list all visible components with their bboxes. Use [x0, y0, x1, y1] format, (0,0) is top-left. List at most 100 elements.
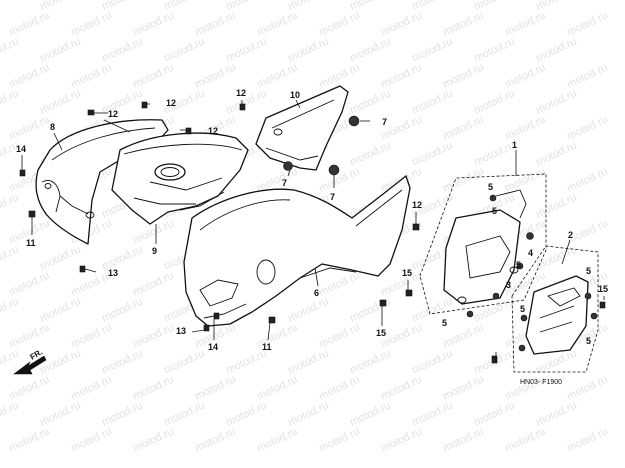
callout-7: 7 — [382, 117, 387, 127]
watermark-text: motod.ru — [534, 139, 578, 168]
watermark-text: motod.ru — [379, 373, 423, 402]
callout-7: 7 — [330, 192, 335, 202]
watermark-text: motod.ru — [379, 61, 423, 90]
callout-5: 5 — [586, 336, 591, 346]
callout-5: 5 — [586, 266, 591, 276]
callout-3: 3 — [506, 280, 511, 290]
part-10-side-cover — [255, 85, 349, 171]
watermark-text: motod.ru — [534, 399, 578, 428]
watermark-text: motod.ru — [162, 347, 206, 376]
callout-9: 9 — [152, 246, 157, 256]
watermark-text: motod.ru — [565, 113, 609, 142]
part-2-small-cover — [511, 245, 599, 373]
watermark-text: motod.ru — [0, 35, 21, 64]
watermark-text: motod.ru — [317, 269, 361, 298]
watermark-text: motod.ru — [162, 399, 206, 428]
watermark-text: motod.ru — [193, 373, 237, 402]
watermark-text: motod.ru — [503, 425, 547, 454]
watermark-text: motod.ru — [100, 399, 144, 428]
callout-11: 11 — [262, 342, 272, 352]
watermark-text: motod.ru — [193, 9, 237, 38]
watermark-text: motod.ru — [255, 61, 299, 90]
watermark-text: motod.ru — [565, 373, 609, 402]
callout-12: 12 — [412, 200, 422, 210]
callout-12: 12 — [236, 88, 246, 98]
watermark-text: motod.ru — [348, 347, 392, 376]
watermark-text: motod.ru — [0, 295, 21, 324]
fastener-layer — [19, 101, 606, 364]
callout-12: 12 — [208, 126, 218, 136]
leader-lines — [21, 99, 605, 362]
watermark-text: motod.ru — [0, 399, 21, 428]
watermark-text: motod.ru — [131, 9, 175, 38]
watermark-text: motod.ru — [441, 61, 485, 90]
watermark-text: motod.ru — [565, 425, 609, 454]
watermark-text: motod.ru — [69, 373, 113, 402]
watermark-text: motod.ru — [286, 399, 330, 428]
watermark-text: motod.ru — [7, 269, 51, 298]
watermark-text: motod.ru — [503, 61, 547, 90]
watermark-text: motod.ru — [255, 9, 299, 38]
watermark-text: motod.ru — [7, 9, 51, 38]
watermark-text: motod.ru — [38, 347, 82, 376]
watermark-text: motod.ru — [131, 373, 175, 402]
watermark-text: motod.ru — [565, 9, 609, 38]
watermark-text: motod.ru — [317, 321, 361, 350]
watermark-text: motod.ru — [410, 295, 454, 324]
callout-12: 12 — [166, 98, 176, 108]
watermark-text: motod.ru — [317, 425, 361, 454]
watermark-text: motod.ru — [565, 165, 609, 194]
watermark-text: motod.ru — [534, 243, 578, 272]
watermark-text: motod.ru — [7, 321, 51, 350]
watermark-text: motod.ru — [441, 9, 485, 38]
watermark-text: motod.ru — [100, 243, 144, 272]
watermark-text: motod.ru — [534, 35, 578, 64]
watermark-text: motod.ru — [131, 425, 175, 454]
watermark-text: motod.ru — [69, 321, 113, 350]
watermark-text: motod.ru — [0, 87, 21, 116]
watermark-text: motod.ru — [565, 61, 609, 90]
watermark-text: motod.ru — [0, 243, 21, 272]
part-1-cover-assembly — [419, 173, 547, 315]
watermark-text: motod.ru — [7, 61, 51, 90]
watermark-text: motod.ru — [38, 243, 82, 272]
watermark-text: motod.ru — [0, 0, 21, 13]
callout-13: 13 — [108, 268, 118, 278]
callout-2: 2 — [568, 230, 573, 240]
callout-14: 14 — [208, 342, 218, 352]
part-6-front-fender-body — [183, 175, 411, 327]
watermark-text: motod.ru — [69, 269, 113, 298]
watermark-text: motod.ru — [472, 139, 516, 168]
callout-6: 6 — [314, 288, 319, 298]
watermark-text: motod.ru — [131, 269, 175, 298]
watermark-text: motod.ru — [224, 35, 268, 64]
watermark-text: motod.ru — [100, 295, 144, 324]
callout-5: 5 — [488, 182, 493, 192]
watermark-text: motod.ru — [348, 87, 392, 116]
watermark-text: motod.ru — [193, 425, 237, 454]
watermark-text: motod.ru — [38, 87, 82, 116]
watermark-text: motod.ru — [503, 113, 547, 142]
watermark-text: motod.ru — [410, 139, 454, 168]
watermark-text: motod.ru — [348, 399, 392, 428]
watermark-text: motod.ru — [0, 191, 21, 220]
watermark-text: motod.ru — [69, 61, 113, 90]
watermark-text: motod.ru — [317, 373, 361, 402]
front-arrow-icon — [13, 355, 47, 375]
watermark-text: motod.ru — [441, 113, 485, 142]
watermark-text: motod.ru — [472, 399, 516, 428]
watermark-text: motod.ru — [286, 295, 330, 324]
watermark-text: motod.ru — [410, 87, 454, 116]
watermark-text: motod.ru — [69, 9, 113, 38]
watermark-text: motod.ru — [69, 425, 113, 454]
front-direction-indicator: FR. — [13, 347, 47, 375]
watermark-text: motod.ru — [193, 61, 237, 90]
watermark-text: motod.ru — [441, 373, 485, 402]
watermark-text: motod.ru — [162, 35, 206, 64]
watermark-text: motod.ru — [379, 425, 423, 454]
watermark-text: motod.ru — [255, 425, 299, 454]
watermark-text: motod.ru — [472, 35, 516, 64]
callout-12: 12 — [108, 109, 118, 119]
watermark-text: motod.ru — [224, 87, 268, 116]
